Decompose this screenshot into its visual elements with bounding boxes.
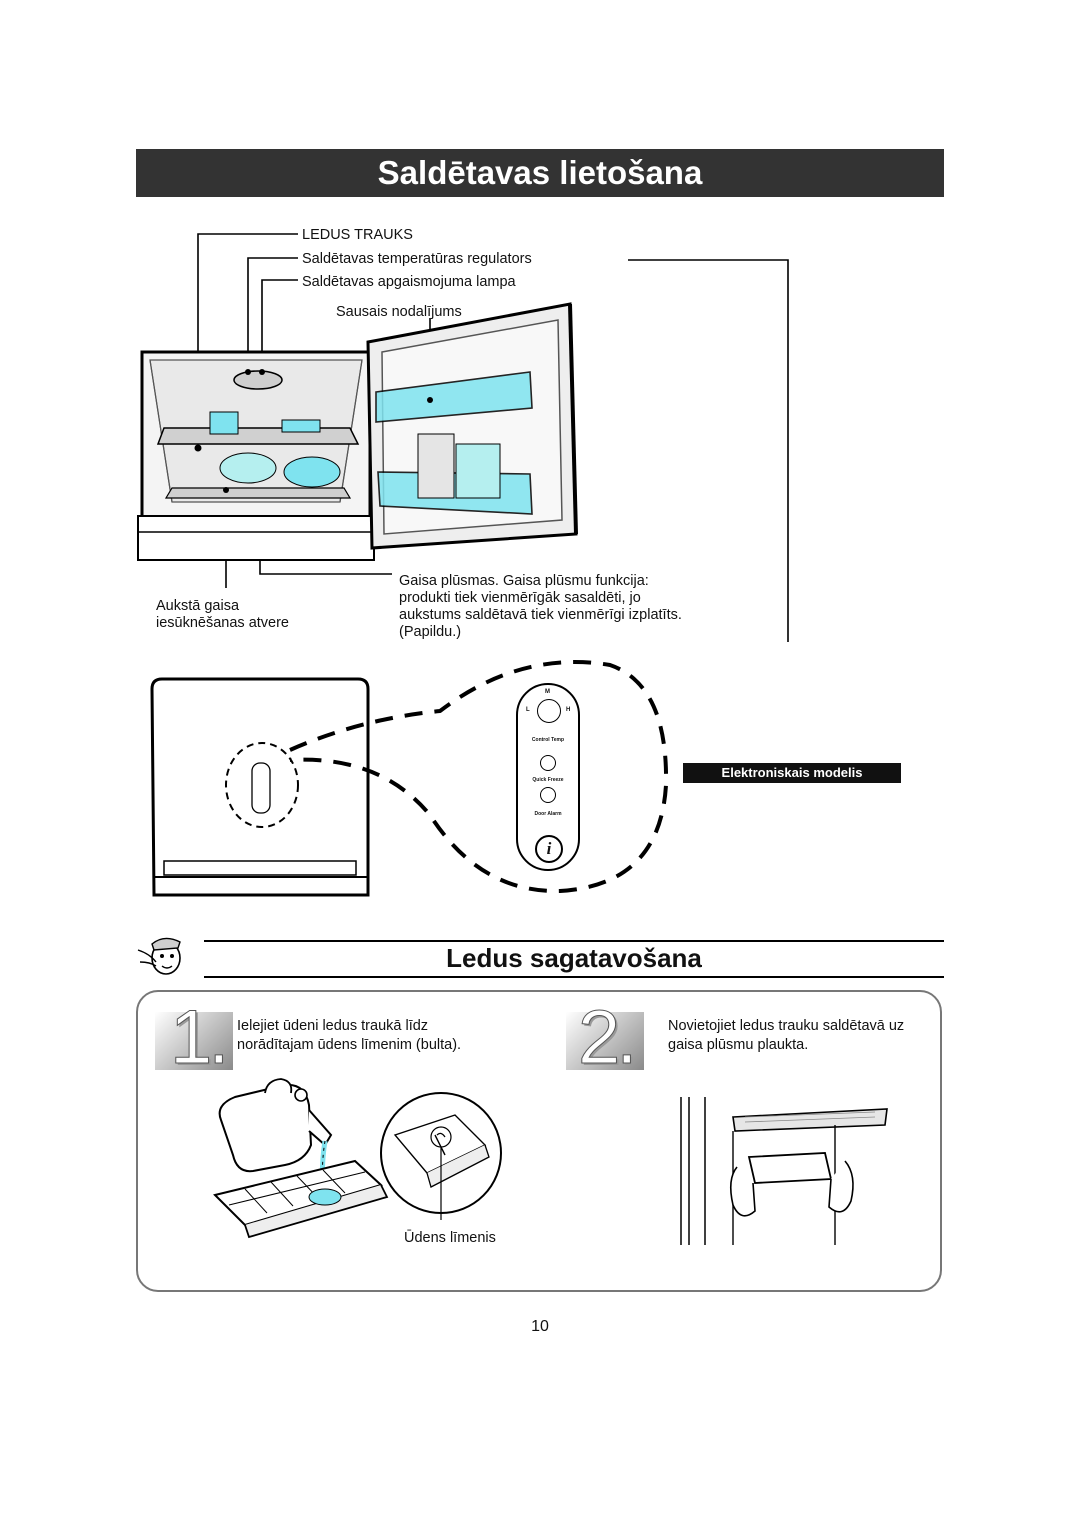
- label-airflow-1: Gaisa plūsmas. Gaisa plūsmu funkcija:: [399, 573, 649, 589]
- label-airflow-4: (Papildu.): [399, 624, 462, 640]
- mascot-icon: [137, 937, 181, 975]
- step-2-number: 2.: [577, 995, 637, 1080]
- model-label: Elektroniskais modelis: [683, 763, 901, 783]
- door-alarm-button[interactable]: [540, 787, 556, 803]
- label-airflow-3: aukstums saldētavā tiek vienmērīgi izpla…: [399, 607, 682, 623]
- step-2-line-1: Novietojiet ledus trauku saldētavā uz: [668, 1018, 905, 1034]
- step-2-badge: [566, 1012, 644, 1070]
- section-title: Ledus sagatavošana: [446, 943, 702, 973]
- door-alarm-label: Door Alarm: [534, 811, 562, 817]
- label-airflow-2: produkti tiek vienmērīgāk sasaldēti, jo: [399, 590, 641, 606]
- tray-placement-illustration: [680, 1097, 888, 1245]
- label-ice-tray: LEDUS TRAUKS: [302, 227, 413, 243]
- title-rule-bottom: [204, 976, 944, 978]
- dial-label-h: H: [566, 707, 571, 713]
- pouring-illustration: [213, 1078, 502, 1239]
- quick-freeze-button[interactable]: [540, 755, 556, 771]
- section-title-bar: Ledus sagatavošana: [136, 940, 944, 978]
- dial-label-m: M: [545, 689, 550, 695]
- temp-dial[interactable]: [537, 699, 561, 723]
- control-panel-callout: [150, 660, 669, 897]
- info-glyph: i: [546, 839, 552, 858]
- freezer-illustration: [137, 233, 789, 642]
- label-cold-air-2: iesūknēšanas atvere: [156, 615, 289, 631]
- water-level-label: Ūdens līmenis: [404, 1230, 496, 1246]
- steps-panel: [136, 990, 942, 1292]
- control-panel: M L H Control Temp Quick Freeze Door Ala…: [516, 683, 580, 871]
- label-dry-compartment: Sausais nodalījums: [336, 304, 462, 320]
- title-rule-top: [204, 940, 944, 942]
- step-1-line-2: norādītajam ūdens līmenim (bulta).: [237, 1037, 462, 1053]
- step-1-badge: [155, 1012, 233, 1070]
- label-cold-air-1: Aukstā gaisa: [156, 598, 240, 614]
- label-lamp: Saldētavas apgaismojuma lampa: [302, 274, 516, 290]
- page-title: Saldētavas lietošana: [136, 149, 944, 197]
- quick-freeze-label: Quick Freeze: [532, 777, 564, 783]
- dial-label-l: L: [526, 707, 530, 713]
- step-1-line-1: Ielejiet ūdeni ledus traukā līdz: [237, 1018, 429, 1034]
- step-1-number: 1.: [169, 995, 229, 1080]
- info-icon: i: [535, 835, 563, 863]
- control-temp-label: Control Temp: [531, 737, 565, 743]
- step-2-line-2: gaisa plūsmu plaukta.: [668, 1037, 809, 1053]
- label-temp-regulator: Saldētavas temperatūras regulators: [302, 251, 532, 267]
- page-number: 10: [531, 1318, 549, 1335]
